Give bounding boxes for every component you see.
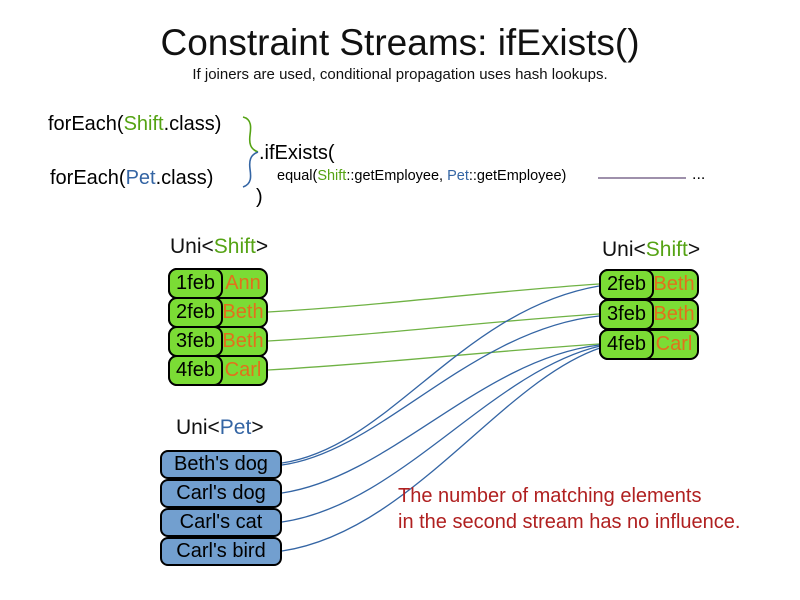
code-text: ::getEmployee) (468, 168, 567, 184)
slide-title: Constraint Streams: ifExists() (160, 22, 640, 63)
label-text: Uni< (170, 235, 214, 258)
left-stream-label: Uni<Shift> (170, 235, 268, 259)
pet-row-carls-cat: Carl's cat (160, 508, 282, 537)
shift-employee: Carl (224, 359, 262, 381)
pet-stream-label: Uni<Pet> (176, 416, 264, 440)
label-text: Uni< (176, 416, 220, 439)
shift-employee: Beth (653, 273, 695, 295)
match-line-bethsdog-2feb (281, 285, 600, 464)
note-line-2: in the second stream has no influence. (398, 511, 741, 533)
code-text: equal( (277, 168, 318, 184)
shift-date-box: 4feb (599, 329, 654, 360)
shift-employee: Beth (222, 330, 264, 352)
code-text: .class) (155, 167, 214, 189)
match-line-2feb (267, 283, 600, 313)
left-shift-row-3feb: 3feb Beth (168, 326, 268, 357)
shift-date: 3feb (176, 330, 215, 352)
match-line-bethsdog-3feb (281, 315, 600, 466)
pet-row-carls-dog: Carl's dog (160, 479, 282, 508)
match-line-4feb (267, 343, 600, 371)
shift-date: 2feb (176, 301, 215, 323)
shift-date-box: 2feb (168, 297, 223, 328)
right-stream-label: Uni<Shift> (602, 238, 700, 262)
label-type: Shift (213, 235, 256, 258)
code-pet-type: Pet (125, 167, 156, 189)
shift-date: 1feb (176, 272, 215, 294)
brace-bottom-blue (242, 151, 259, 188)
brace-top-green (242, 116, 259, 153)
right-shift-row-2feb: 2feb Beth (599, 269, 699, 300)
shift-date-box: 2feb (599, 269, 654, 300)
code-equal-joiner: equal(Shift::getEmployee, Pet::getEmploy… (277, 168, 566, 184)
right-shift-row-3feb: 3feb Beth (599, 299, 699, 330)
code-shift-type: Shift (317, 168, 347, 184)
left-shift-row-2feb: 2feb Beth (168, 297, 268, 328)
label-type: Shift (645, 238, 688, 261)
pet-row-carls-bird: Carl's bird (160, 537, 282, 566)
match-line-carlscat-4feb (281, 345, 601, 523)
code-ellipsis: ... (692, 166, 706, 183)
code-foreach-pet: forEach(Pet.class) (50, 167, 213, 190)
right-shift-row-4feb: 4feb Carl (599, 329, 699, 360)
slide-subtitle: If joiners are used, conditional propaga… (192, 66, 608, 83)
code-text: forEach( (48, 113, 124, 135)
label-text: > (251, 416, 264, 439)
left-shift-row-4feb: 4feb Carl (168, 355, 268, 386)
code-ifexists: .ifExists( (259, 142, 335, 164)
label-text: Uni< (602, 238, 646, 261)
label-text: > (255, 235, 269, 258)
match-line-carlsdog-4feb (281, 344, 600, 494)
code-close-paren: ) (256, 186, 263, 208)
code-text: ::getEmployee, (346, 168, 448, 184)
code-pet-type: Pet (447, 168, 469, 184)
left-shift-row-1feb: 1feb Ann (168, 268, 268, 299)
code-foreach-shift: forEach(Shift.class) (48, 113, 221, 136)
shift-date-box: 1feb (168, 268, 223, 299)
match-line-3feb (267, 313, 600, 342)
shift-date: 2feb (607, 273, 646, 295)
match-line-carlsbird-4feb (281, 347, 601, 552)
shift-employee: Beth (222, 301, 264, 323)
shift-date: 4feb (176, 359, 215, 381)
shift-date-box: 4feb (168, 355, 223, 386)
shift-date: 3feb (607, 303, 646, 325)
pet-row-beths-dog: Beth's dog (160, 450, 282, 479)
influence-note: The number of matching elements in the se… (398, 483, 740, 535)
shift-employee: Ann (225, 272, 261, 294)
shift-date-box: 3feb (599, 299, 654, 330)
note-line-1: The number of matching elements (398, 485, 702, 507)
label-text: > (687, 238, 701, 261)
shift-date-box: 3feb (168, 326, 223, 357)
shift-date: 4feb (607, 333, 646, 355)
shift-employee: Carl (655, 333, 693, 355)
code-shift-type: Shift (123, 113, 164, 135)
code-text: .class) (163, 113, 222, 135)
shift-employee: Beth (653, 303, 695, 325)
code-text: forEach( (50, 167, 126, 189)
label-type: Pet (219, 416, 252, 439)
